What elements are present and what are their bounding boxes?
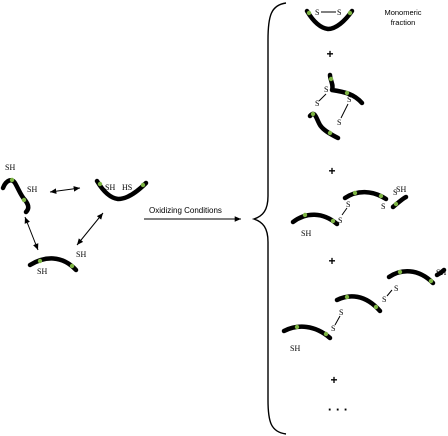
chain-trimer-1 — [290, 212, 340, 227]
plus-sign: + — [328, 164, 335, 178]
plus-sign: + — [328, 254, 335, 268]
product-dimer: S S S S — [307, 72, 365, 141]
cysteine-dot — [37, 258, 43, 264]
chain-u — [94, 178, 149, 202]
s-label: S — [382, 295, 386, 304]
s-label: S — [315, 99, 319, 108]
monomeric-label: Monomeric — [384, 8, 421, 17]
s-label: S — [337, 8, 341, 17]
chain-wavy — [0, 178, 31, 215]
conformer-wavy: SH SH — [0, 163, 37, 215]
products: S S Monomeric fraction + S S S S + — [281, 8, 447, 417]
conformer-arc: SH SH — [27, 250, 86, 276]
cysteine-dot — [140, 182, 146, 188]
disulfide-bond — [386, 289, 393, 297]
disulfide-bond — [334, 315, 341, 326]
s-label: S — [339, 308, 343, 317]
sh-label: SH — [301, 229, 311, 238]
ellipsis: · · · — [328, 402, 348, 417]
sh-label: SH — [396, 185, 406, 194]
cysteine-dot — [397, 269, 403, 275]
cysteine-dot — [428, 278, 434, 284]
conformer-u: SH HS — [94, 178, 149, 202]
cysteine-dot — [344, 294, 350, 300]
cysteine-dot — [378, 193, 384, 199]
cysteine-dot — [323, 331, 329, 337]
equilibrium-arrow — [49, 186, 81, 194]
cysteine-dot — [21, 197, 27, 203]
s-label: S — [324, 85, 328, 94]
cysteine-dot — [393, 201, 399, 207]
cysteine-dot — [328, 76, 334, 82]
sh-label: SH — [37, 267, 47, 276]
cysteine-dot — [306, 10, 312, 16]
chain-dimer-top — [327, 72, 365, 106]
oxidizing-conditions-label: Oxidizing Conditions — [149, 206, 222, 215]
product-monomer: S S Monomeric fraction — [304, 8, 422, 32]
cysteine-dot — [69, 263, 75, 269]
s-label: S — [331, 324, 335, 333]
cysteine-dot — [352, 190, 358, 196]
cysteine-dot — [330, 218, 336, 224]
cysteine-dot — [310, 111, 316, 117]
cysteine-dot — [344, 90, 350, 96]
chain-dimer-bottom — [307, 111, 341, 141]
sh-label: SH — [290, 344, 300, 353]
fraction-label: fraction — [391, 18, 416, 27]
curly-brace — [251, 2, 287, 435]
hs-label: HS — [122, 183, 132, 192]
s-label: S — [393, 188, 397, 197]
plus-sign: + — [326, 47, 333, 61]
chain-tetramer-4 — [434, 267, 447, 278]
equilibrium-arrow — [24, 216, 39, 251]
reduced-conformers: SH SH SH HS SH SH — [0, 163, 149, 276]
disulfide-bond — [340, 103, 349, 119]
reaction-arrow: Oxidizing Conditions — [144, 206, 241, 222]
chain-tetramer-3 — [386, 269, 436, 286]
cysteine-dot — [347, 10, 353, 16]
s-label: S — [347, 95, 351, 104]
disulfide-bond — [341, 207, 348, 216]
s-label: S — [338, 216, 342, 225]
cysteine-dot — [294, 324, 300, 330]
disulfide-bond — [318, 93, 327, 102]
sh-label: SH — [105, 183, 115, 192]
chain-monomer — [304, 8, 355, 32]
sh-label: SH — [436, 268, 446, 277]
cysteine-dot — [97, 181, 103, 187]
sh-label: SH — [27, 185, 37, 194]
plus-sign: + — [330, 373, 337, 387]
s-label: S — [337, 118, 341, 127]
sh-label: SH — [5, 163, 15, 172]
s-label: S — [381, 202, 385, 211]
s-label: S — [394, 284, 398, 293]
s-label: S — [315, 8, 319, 17]
cysteine-dot — [327, 130, 333, 136]
equilibrium-arrow — [76, 212, 104, 246]
cysteine-dot — [302, 212, 308, 218]
product-trimer: SH S S S S SH — [290, 185, 409, 238]
cysteine-dot — [373, 304, 379, 310]
product-tetramer: SH S S S S SH — [281, 267, 447, 353]
s-label: S — [346, 200, 350, 209]
sh-label: SH — [76, 250, 86, 259]
chain-tetramer-1 — [281, 324, 333, 341]
cysteine-dot — [9, 177, 15, 183]
